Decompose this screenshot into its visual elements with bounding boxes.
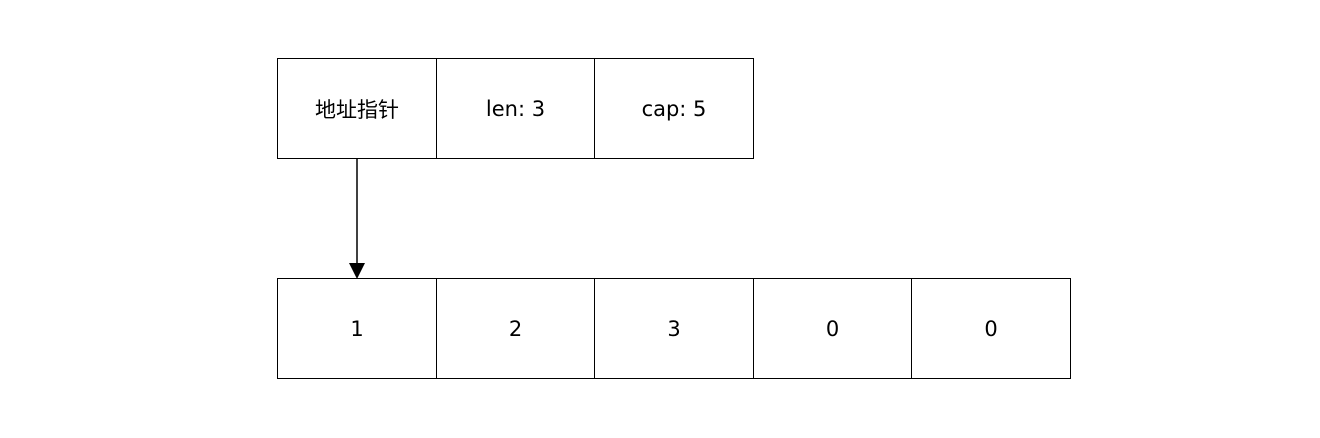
array-cell-2: 3 <box>594 278 754 379</box>
len-cell: len: 3 <box>435 58 596 159</box>
slice-header: 地址指针 len: 3 cap: 5 <box>277 58 754 159</box>
array-cell-0: 1 <box>277 278 437 379</box>
array-cell-4: 0 <box>911 278 1071 379</box>
underlying-array: 1 2 3 0 0 <box>277 278 1071 379</box>
array-cell-1: 2 <box>435 278 596 379</box>
pointer-arrowhead <box>349 263 365 279</box>
array-cell-3: 0 <box>752 278 913 379</box>
cap-cell: cap: 5 <box>594 58 754 159</box>
pointer-cell: 地址指针 <box>277 58 437 159</box>
